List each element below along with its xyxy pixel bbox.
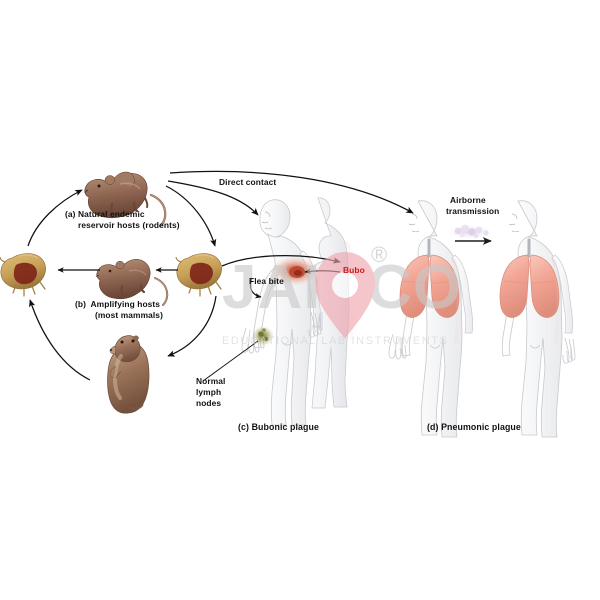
label-airborne-line2: transmission: [446, 206, 500, 216]
label-direct-contact: Direct contact: [219, 177, 277, 187]
label-normal-lymph-line1: Normal: [196, 376, 226, 386]
arrow-prairie-dog-to-flea-left: [29, 299, 91, 381]
arrow-direct-contact-pneumonic: [169, 170, 414, 214]
label-amplifying-hosts-line2: (most mammals): [95, 310, 163, 320]
label-airborne-line1: Airborne: [450, 195, 486, 205]
arrow-rat-top-to-flea-right: [165, 185, 217, 247]
label-d-pneumonic-plague: (d) Pneumonic plague: [427, 422, 521, 432]
label-natural-endemic-line2: reservoir hosts (rodents): [78, 220, 180, 230]
label-natural-endemic-line1: (a) Natural endemic: [65, 209, 145, 219]
arrow-flea-to-rat-top: [27, 189, 83, 247]
label-normal-lymph-line3: nodes: [196, 398, 222, 408]
label-bubo: Bubo: [343, 265, 365, 275]
arrow-direct-contact-bubonic: [167, 180, 259, 216]
human-figure-pneumonic-left: [388, 200, 474, 438]
prairie-dog: [107, 335, 150, 414]
airborne-aerosol-cloud: [448, 224, 492, 245]
watermark-pin-icon: [315, 252, 375, 339]
lungs-right-figure: [499, 254, 560, 318]
label-amplifying-hosts-line1: (b) Amplifying hosts: [75, 299, 161, 309]
watermark-tagline-text: EDUCATIONAL LAB INSTRUMENTS: [222, 335, 449, 347]
watermark-registered-icon: ®: [371, 242, 387, 267]
rat-top: [84, 171, 167, 228]
label-c-bubonic-plague: (c) Bubonic plague: [238, 422, 319, 432]
label-flea-bite: Flea bite: [249, 276, 284, 286]
human-figure-pneumonic-right: [499, 200, 576, 438]
lungs-left-figure: [399, 254, 460, 318]
leader-flea-bite: [249, 277, 262, 299]
leader-normal-lymph-nodes: [202, 340, 259, 382]
flea-left: [0, 253, 46, 297]
label-normal-lymph-line2: lymph: [196, 387, 222, 397]
human-figure-bubonic-front: [241, 199, 323, 426]
flea-right: [175, 253, 222, 297]
rat-middle: [95, 258, 169, 306]
arrow-flea-right-to-prairie-dog: [167, 295, 217, 357]
